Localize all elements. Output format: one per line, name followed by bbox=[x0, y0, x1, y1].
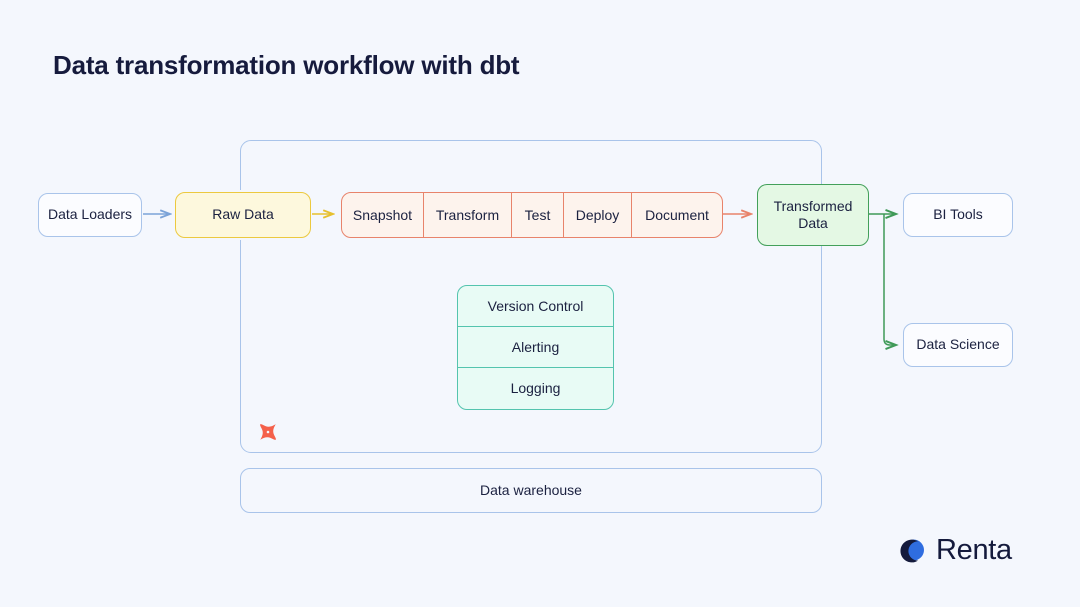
service-row-alerting[interactable]: Alerting bbox=[458, 327, 613, 368]
node-transformed-data-label-line2: Data bbox=[798, 215, 828, 231]
node-data-science[interactable]: Data Science bbox=[903, 323, 1013, 367]
node-data-warehouse[interactable]: Data warehouse bbox=[240, 468, 822, 513]
node-data-loaders[interactable]: Data Loaders bbox=[38, 193, 142, 237]
node-transformed-data-label-line1: Transformed bbox=[773, 197, 853, 214]
pipeline-step-test[interactable]: Test bbox=[512, 193, 564, 237]
pipeline-step-test-label: Test bbox=[524, 207, 551, 223]
node-transformed-data[interactable]: Transformed Data bbox=[757, 184, 869, 246]
pipeline-step-snapshot[interactable]: Snapshot bbox=[342, 193, 424, 237]
pipeline-step-document[interactable]: Document bbox=[632, 193, 722, 237]
dbt-pipeline-strip: Snapshot Transform Test Deploy Document bbox=[341, 192, 723, 238]
services-stack: Version Control Alerting Logging bbox=[457, 285, 614, 410]
service-row-alerting-label: Alerting bbox=[511, 338, 560, 355]
node-bi-tools[interactable]: BI Tools bbox=[903, 193, 1013, 237]
dbt-logo-icon bbox=[260, 424, 276, 440]
node-data-science-label: Data Science bbox=[916, 336, 1000, 353]
node-data-loaders-label: Data Loaders bbox=[47, 206, 133, 223]
service-row-version-control-label: Version Control bbox=[487, 297, 584, 314]
service-row-logging-label: Logging bbox=[510, 380, 561, 397]
service-row-version-control[interactable]: Version Control bbox=[458, 286, 613, 327]
renta-wordmark: Renta bbox=[936, 534, 1012, 566]
pipeline-step-document-label: Document bbox=[645, 207, 709, 223]
node-raw-data-label: Raw Data bbox=[212, 206, 274, 223]
node-raw-data[interactable]: Raw Data bbox=[175, 192, 311, 238]
page-title: Data transformation workflow with dbt bbox=[53, 50, 520, 80]
pipeline-step-transform-label: Transform bbox=[435, 207, 500, 223]
pipeline-step-transform[interactable]: Transform bbox=[424, 193, 512, 237]
renta-logo: Renta bbox=[896, 534, 1012, 567]
node-data-warehouse-label: Data warehouse bbox=[480, 481, 582, 498]
service-row-logging[interactable]: Logging bbox=[458, 368, 613, 409]
node-bi-tools-label: BI Tools bbox=[933, 206, 983, 223]
dbt-scope-container bbox=[240, 140, 822, 453]
pipeline-step-deploy[interactable]: Deploy bbox=[564, 193, 632, 237]
pipeline-step-snapshot-label: Snapshot bbox=[352, 207, 413, 223]
renta-mark-icon bbox=[900, 539, 924, 562]
arrow-transformed-to-data-science bbox=[883, 214, 896, 345]
pipeline-step-deploy-label: Deploy bbox=[575, 207, 620, 223]
